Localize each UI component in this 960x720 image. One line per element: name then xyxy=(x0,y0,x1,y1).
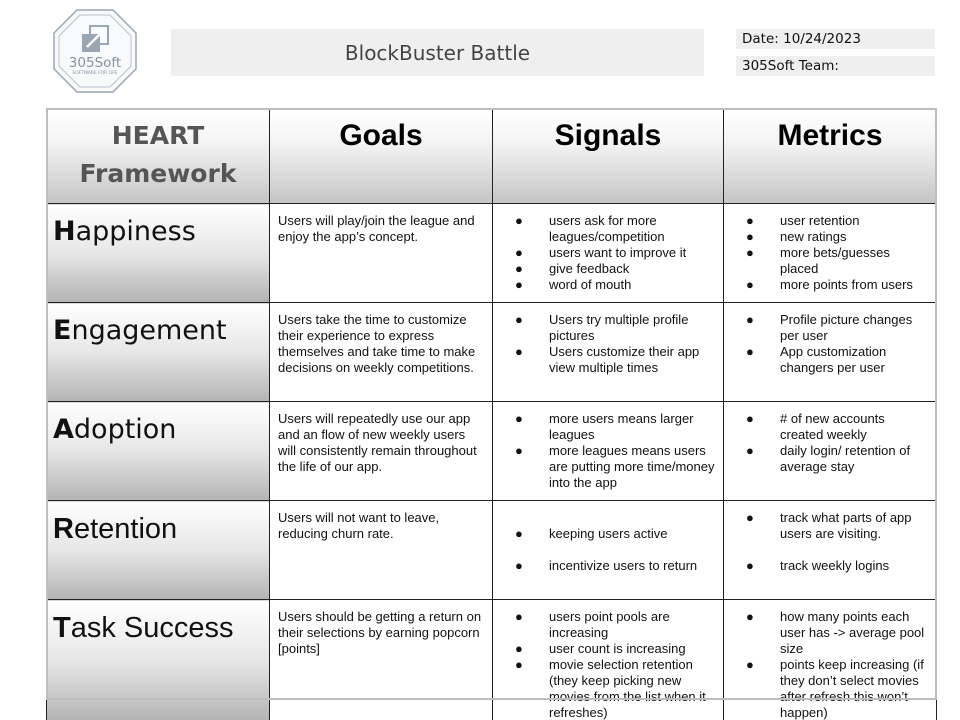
goal-cell: Users will play/join the league and enjo… xyxy=(269,203,493,303)
list-item: ●App customization changers per user xyxy=(746,344,887,375)
logo-name: 305Soft xyxy=(69,55,121,71)
list-item: ●movie selection retention (they keep pi… xyxy=(515,657,706,720)
framework-heading-line1: HEART xyxy=(111,121,205,150)
goal-text: Users will repeatedly use our app and an… xyxy=(278,411,477,474)
category-rest: appiness xyxy=(75,216,196,247)
category-rest: ask Success xyxy=(70,612,234,644)
metrics-cell: ●Profile picture changes per user ●App c… xyxy=(723,302,937,402)
list-item: ●new ratings xyxy=(746,229,847,244)
list-item: ●more users means larger leagues xyxy=(515,411,694,442)
list-item: ●more leagues means users are putting mo… xyxy=(515,443,715,490)
signals-cell: ●Users try multiple profile pictures ●Us… xyxy=(492,302,724,402)
metrics-cell: ●track what parts of app users are visit… xyxy=(723,500,937,600)
metrics-list: ●track what parts of app users are visit… xyxy=(725,510,936,574)
category-adoption: Adoption xyxy=(46,401,270,501)
metrics-cell: ●how many points each user has -> averag… xyxy=(723,599,937,720)
list-item: ●keeping users active xyxy=(515,526,668,541)
list-item: ●points keep increasing (if they don’t s… xyxy=(746,657,924,720)
list-item: ●daily login/ retention of average stay xyxy=(746,443,911,474)
list-item: ●incentivize users to return xyxy=(515,558,698,573)
table-row-happiness: Happiness Users will play/join the leagu… xyxy=(46,203,937,303)
metrics-list: ●user retention ●new ratings ●more bets/… xyxy=(725,213,936,293)
table-row-engagement: Engagement Users take the time to custom… xyxy=(46,302,937,402)
list-item: ●users ask for more leagues/competition xyxy=(515,213,665,244)
goal-cell: Users will not want to leave, reducing c… xyxy=(269,500,493,600)
category-rest: etention xyxy=(73,513,178,545)
column-header-metrics: Metrics xyxy=(723,108,937,204)
metrics-cell: ●user retention ●new ratings ●more bets/… xyxy=(723,203,937,303)
date-field: Date: 10/24/2023 xyxy=(736,29,935,49)
company-logo: 305Soft SOFTWARE FOR LIFE xyxy=(53,9,137,93)
category-initial: R xyxy=(53,513,74,545)
metrics-cell: ●# of new accounts created weekly ●daily… xyxy=(723,401,937,501)
list-item: ●track weekly logins xyxy=(746,558,890,573)
category-task-success: Task Success xyxy=(46,599,270,720)
list-item: ●track what parts of app users are visit… xyxy=(746,510,912,541)
goal-text: Users take the time to customize their e… xyxy=(278,312,476,375)
framework-heading-line2: Framework xyxy=(79,159,237,188)
category-rest: doption xyxy=(73,414,177,445)
category-engagement: Engagement xyxy=(46,302,270,402)
category-initial: E xyxy=(53,315,72,346)
goal-cell: Users take the time to customize their e… xyxy=(269,302,493,402)
category-retention: Retention xyxy=(46,500,270,600)
signals-list: ●more users means larger leagues ●more l… xyxy=(494,411,723,491)
goal-cell: Users will repeatedly use our app and an… xyxy=(269,401,493,501)
signals-cell: ●users point pools are increasing ●user … xyxy=(492,599,724,720)
list-item: ●Users try multiple profile pictures xyxy=(515,312,689,343)
signals-cell: ●keeping users active ●incentivize users… xyxy=(492,500,724,600)
goal-text: Users will play/join the league and enjo… xyxy=(278,213,475,244)
column-header-signals: Signals xyxy=(492,108,724,204)
list-item: ●give feedback xyxy=(515,261,630,276)
category-initial: T xyxy=(53,612,71,644)
signals-list: ●users point pools are increasing ●user … xyxy=(494,609,723,720)
list-item: ●Users customize their app view multiple… xyxy=(515,344,700,375)
goal-text: Users will not want to leave, reducing c… xyxy=(278,510,440,541)
list-item: ●how many points each user has -> averag… xyxy=(746,609,925,656)
table-row-retention: Retention Users will not want to leave, … xyxy=(46,500,937,600)
category-happiness: Happiness xyxy=(46,203,270,303)
list-item: ●more points from users xyxy=(746,277,913,292)
metrics-list: ●Profile picture changes per user ●App c… xyxy=(725,312,936,376)
category-rest: ngagement xyxy=(71,315,227,346)
signals-list: ●Users try multiple profile pictures ●Us… xyxy=(494,312,723,376)
list-item: ●user retention xyxy=(746,213,860,228)
signals-cell: ●more users means larger leagues ●more l… xyxy=(492,401,724,501)
table-row-task-success: Task Success Users should be getting a r… xyxy=(46,599,937,720)
logo-tagline: SOFTWARE FOR LIFE xyxy=(72,70,117,76)
signals-list: ●users ask for more leagues/competition … xyxy=(494,213,723,293)
list-item: ●# of new accounts created weekly xyxy=(746,411,885,442)
list-item: ●users point pools are increasing xyxy=(515,609,670,640)
list-item: ●word of mouth xyxy=(515,277,632,292)
list-item: ●more bets/guesses placed xyxy=(746,245,890,276)
team-field: 305Soft Team: xyxy=(736,56,935,76)
column-header-goals: Goals xyxy=(269,108,493,204)
metrics-list: ●# of new accounts created weekly ●daily… xyxy=(725,411,936,475)
category-initial: H xyxy=(53,216,76,247)
arrow-box-icon xyxy=(82,25,109,52)
signals-cell: ●users ask for more leagues/competition … xyxy=(492,203,724,303)
list-item: ●Profile picture changes per user xyxy=(746,312,913,343)
document-title: BlockBuster Battle xyxy=(171,29,704,76)
goal-text: Users should be getting a return on thei… xyxy=(278,609,482,656)
list-item: ●users want to improve it xyxy=(515,245,687,260)
category-initial: A xyxy=(53,414,74,445)
metrics-list: ●how many points each user has -> averag… xyxy=(725,609,936,720)
heart-framework-table: HEART Framework Goals Signals Metrics Ha… xyxy=(46,108,937,720)
goal-cell: Users should be getting a return on thei… xyxy=(269,599,493,720)
table-header-row: HEART Framework Goals Signals Metrics xyxy=(46,108,937,204)
framework-heading: HEART Framework xyxy=(46,108,270,204)
list-item: ●user count is increasing xyxy=(515,641,686,656)
signals-list: ●keeping users active ●incentivize users… xyxy=(494,526,723,574)
table-row-adoption: Adoption Users will repeatedly use our a… xyxy=(46,401,937,501)
